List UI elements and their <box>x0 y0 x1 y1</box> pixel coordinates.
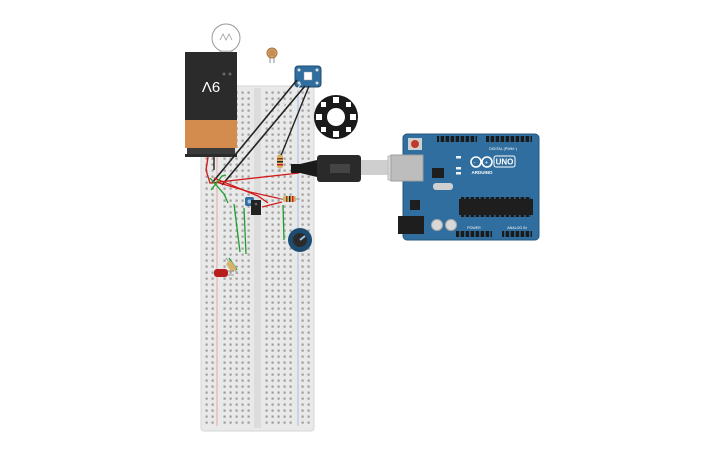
power-header[interactable] <box>456 231 492 237</box>
digital-header-2[interactable] <box>486 136 532 142</box>
photoresistor[interactable] <box>266 47 278 63</box>
red-led[interactable] <box>214 269 234 277</box>
arduino-model: UNO <box>496 158 514 167</box>
neopixel-ring[interactable] <box>314 95 358 139</box>
breadboard[interactable] <box>200 85 315 432</box>
power-label: POWER <box>467 226 481 230</box>
battery-9v[interactable]: 9V <box>185 52 237 157</box>
analog-label: ANALOG IN <box>507 226 527 230</box>
resistor-top[interactable] <box>277 150 283 172</box>
ic-chip[interactable] <box>251 200 261 215</box>
arduino-logo: - + <box>470 156 493 168</box>
reset-button[interactable] <box>411 140 419 148</box>
analog-header[interactable] <box>502 231 532 237</box>
svg-text:-: - <box>474 161 476 167</box>
battery-lead-red <box>205 156 209 171</box>
digital-label: DIGITAL (PWM~) <box>489 147 517 151</box>
digital-header-1[interactable] <box>437 136 477 142</box>
power-jack[interactable] <box>398 216 424 234</box>
atmega-chip <box>459 199 533 215</box>
potentiometer[interactable] <box>288 228 312 252</box>
resistor-middle[interactable] <box>278 196 300 202</box>
usb-port[interactable] <box>390 154 424 182</box>
arduino-brand: ARDUINO <box>472 170 493 175</box>
neopixel-sensor[interactable] <box>294 65 322 88</box>
battery-label: 9V <box>202 78 220 95</box>
terminal-strip-right <box>262 90 293 426</box>
resistor-bottom[interactable] <box>225 257 239 275</box>
power-rail-right <box>299 90 311 426</box>
center-channel <box>254 88 261 428</box>
svg-text:+: + <box>485 161 489 167</box>
arduino-uno[interactable]: - + UNO ARDUINO DIGITAL (PWM~) POWER ANA… <box>390 133 540 241</box>
